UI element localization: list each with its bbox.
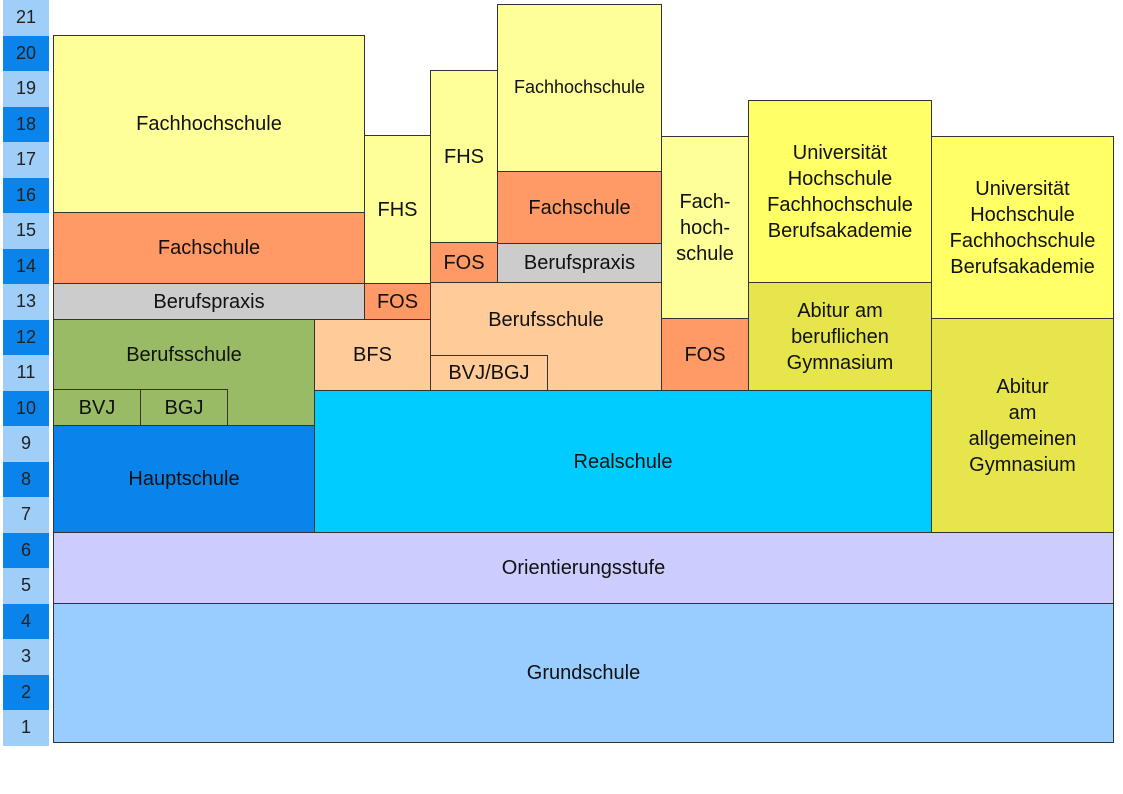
block-bgj-left: BGJ bbox=[140, 389, 228, 426]
year-label-14: 14 bbox=[3, 248, 49, 284]
year-label-17: 17 bbox=[3, 142, 49, 178]
block-universitaet-mid: Universität Hochschule Fachhochschule Be… bbox=[748, 100, 932, 283]
year-label-13: 13 bbox=[3, 284, 49, 320]
year-label-15: 15 bbox=[3, 213, 49, 249]
year-label-20: 20 bbox=[3, 35, 49, 71]
block-fos-col2: FOS bbox=[364, 283, 431, 320]
block-bvj-left: BVJ bbox=[53, 389, 141, 426]
year-label-2: 2 bbox=[3, 674, 49, 710]
year-label-12: 12 bbox=[3, 319, 49, 355]
block-berufspraxis-left: Berufspraxis bbox=[53, 283, 365, 320]
block-fhs-col2: FHS bbox=[364, 135, 431, 284]
year-label-7: 7 bbox=[3, 497, 49, 533]
block-fachhochschule-col5: Fach- hoch- schule bbox=[661, 136, 749, 319]
year-label-9: 9 bbox=[3, 426, 49, 462]
block-abitur-berufliches-gymnasium: Abitur am beruflichen Gymnasium bbox=[748, 282, 932, 391]
year-label-10: 10 bbox=[3, 390, 49, 426]
year-label-1: 1 bbox=[3, 710, 49, 746]
block-universitaet-right: Universität Hochschule Fachhochschule Be… bbox=[931, 136, 1114, 319]
year-label-19: 19 bbox=[3, 71, 49, 107]
block-fachschule-col4: Fachschule bbox=[497, 171, 662, 244]
year-label-18: 18 bbox=[3, 106, 49, 142]
block-fos-col5: FOS bbox=[661, 318, 749, 391]
year-label-5: 5 bbox=[3, 568, 49, 604]
block-orientierungsstufe: Orientierungsstufe bbox=[53, 532, 1114, 604]
block-realschule: Realschule bbox=[314, 390, 932, 533]
year-label-3: 3 bbox=[3, 639, 49, 675]
year-label-6: 6 bbox=[3, 532, 49, 568]
block-abitur-allgemeines-gymnasium: Abitur am allgemeinen Gymnasium bbox=[931, 318, 1114, 533]
block-fachhochschule-left: Fachhochschule bbox=[53, 35, 365, 213]
year-label-21: 21 bbox=[3, 0, 49, 36]
year-label-16: 16 bbox=[3, 177, 49, 213]
block-berufspraxis-col4: Berufspraxis bbox=[497, 243, 662, 283]
block-fhs-col3: FHS bbox=[430, 70, 498, 243]
year-label-8: 8 bbox=[3, 461, 49, 497]
block-fos-col3: FOS bbox=[430, 242, 498, 283]
block-bvj-bgj-mid: BVJ/BGJ bbox=[430, 355, 548, 391]
block-bfs: BFS bbox=[314, 319, 431, 391]
year-label-11: 11 bbox=[3, 355, 49, 391]
block-fachschule-left: Fachschule bbox=[53, 212, 365, 284]
block-fachhochschule-col4: Fachhochschule bbox=[497, 4, 662, 172]
year-label-4: 4 bbox=[3, 603, 49, 639]
block-grundschule: Grundschule bbox=[53, 603, 1114, 743]
block-hauptschule: Hauptschule bbox=[53, 425, 315, 533]
